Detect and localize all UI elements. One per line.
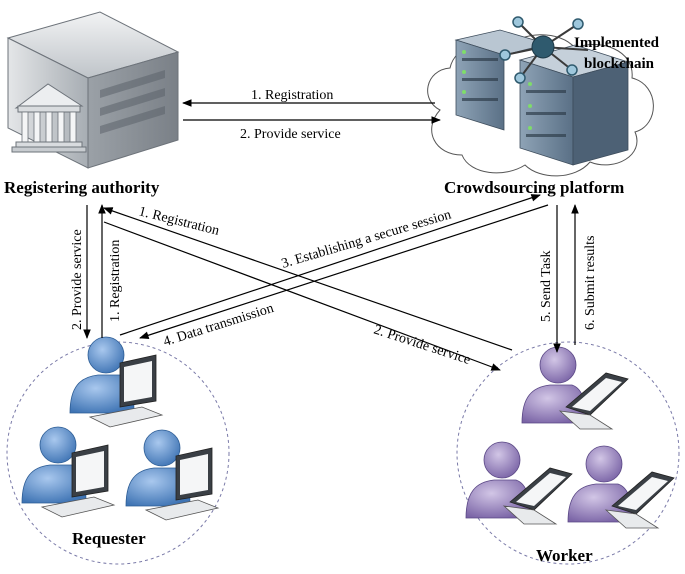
data-transmission-arrow <box>139 204 549 339</box>
secure-session-arrow <box>119 194 541 336</box>
ra-requester-registration-label: 1. Registration <box>108 240 123 322</box>
send-task-label: 5. Send Task <box>539 251 554 322</box>
blockchain-label-line2: blockchain <box>584 56 655 72</box>
requester-label: Requester <box>72 529 146 548</box>
submit-results-label: 6. Submit results <box>583 235 598 330</box>
requester-person-icon <box>21 426 116 518</box>
ra-worker-provide-service-arrow <box>103 221 501 371</box>
blockchain-label-line1: Implemented <box>574 35 660 51</box>
worker-person-icon <box>567 445 675 529</box>
requester-person-icon <box>125 429 220 521</box>
worker-person-icon <box>465 441 573 525</box>
ra-cp-registration-label: 1. Registration <box>251 88 333 103</box>
worker-group-outline <box>456 341 680 565</box>
secure-session-label: 3. Establishing a secure session <box>280 207 453 271</box>
crowdsourcing-platform-label: Crowdsourcing platform <box>444 178 624 197</box>
registering-authority-building-icon <box>6 11 180 169</box>
blockchain-network-icon <box>499 16 589 84</box>
worker-label: Worker <box>536 546 593 565</box>
ra-requester-provide-service-label: 2. Provide service <box>70 229 85 330</box>
worker-person-icon <box>521 346 629 430</box>
ra-cp-provide-service-label: 2. Provide service <box>240 127 341 142</box>
worker-ra-registration-arrow <box>103 207 513 351</box>
requester-person-icon <box>69 336 164 428</box>
registering-authority-label: Registering authority <box>4 178 160 197</box>
ra-worker-provide-service-label: 2. Provide service <box>372 323 472 368</box>
